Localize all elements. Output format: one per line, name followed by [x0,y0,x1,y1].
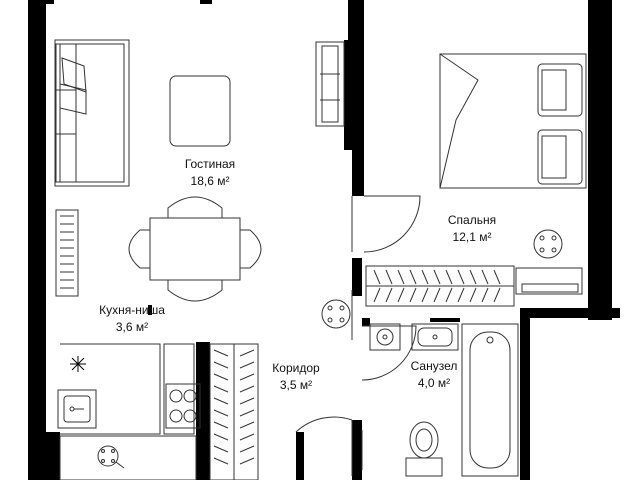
washing-machine-icon [321,290,353,340]
sofa-icon [54,39,130,187]
room-name: Кухня-ниша [99,303,165,317]
room-label-corridor: Коридор 3,5 м² [258,360,334,394]
room-name: Спальня [447,213,497,227]
stove-icon [165,383,201,429]
door-arcs [295,195,421,476]
toilet-icon [405,421,443,477]
room-area: 3,5 м² [279,378,313,392]
dining-table-icon [128,196,262,302]
room-name: Коридор [272,361,320,375]
double-bed-icon [439,53,587,189]
room-name: Санузел [410,359,458,373]
room-area: 3,6 м² [115,320,149,334]
room-label-living: Гостиная 18,6 м² [170,156,250,190]
room-area: 12,1 м² [452,230,492,244]
room-area: 18,6 м² [190,174,230,188]
wardrobe-icon [55,209,79,297]
wardrobe-icon [209,343,259,480]
room-label-kitchen: Кухня-ниша 3,6 м² [82,302,182,336]
tv-stand-icon [315,41,345,127]
room-label-bedroom: Спальня 12,1 м² [432,212,512,246]
walls [28,0,620,480]
sink-icon [369,323,401,351]
sink-icon [411,323,459,351]
dresser-icon [515,267,583,295]
room-label-bathroom: Санузел 4,0 м² [396,358,472,392]
wardrobe-icon [365,265,515,307]
dishwasher-icon [97,445,125,469]
dresser-top-icon [521,283,579,293]
room-name: Гостиная [184,157,236,171]
rug-icon [169,75,231,147]
kitchen-counter [59,343,197,480]
snowflake-icon [70,356,86,372]
bathtub-icon [461,323,519,477]
room-area: 4,0 м² [417,376,451,390]
sink-icon [57,389,97,429]
stool-icon [533,229,563,259]
